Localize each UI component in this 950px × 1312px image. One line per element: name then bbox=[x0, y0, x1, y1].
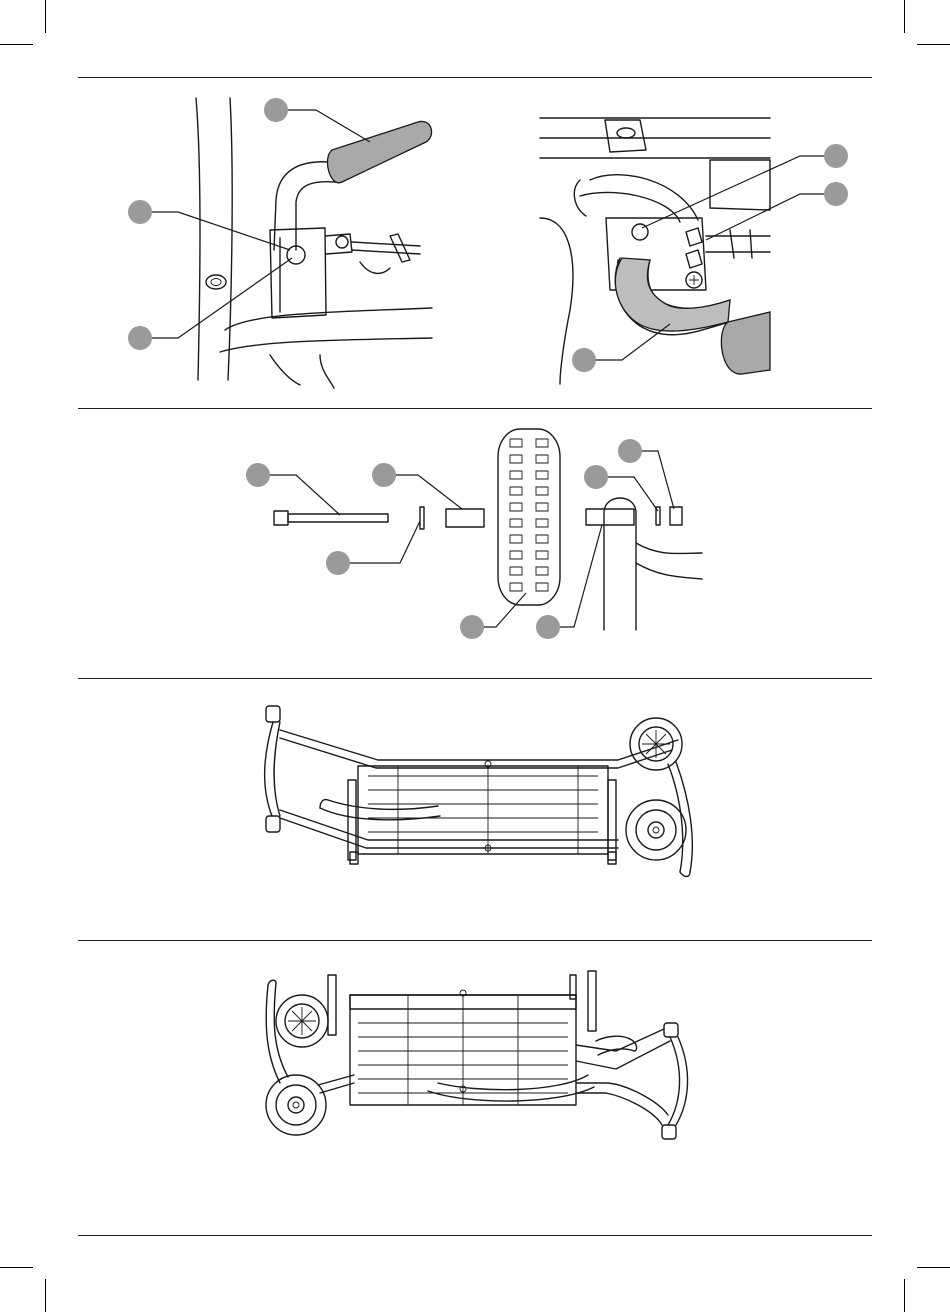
callout-marker bbox=[128, 326, 152, 350]
callout-marker bbox=[246, 463, 270, 487]
callout-marker bbox=[128, 200, 152, 224]
section-rule-5 bbox=[78, 1235, 872, 1236]
callout-marker bbox=[536, 615, 560, 639]
crop-mark-top-right-v bbox=[904, 0, 905, 33]
crop-mark-bottom-right-v bbox=[904, 1279, 905, 1312]
crop-mark-bottom-right-h bbox=[917, 1267, 950, 1268]
folded-stand-icon bbox=[258, 965, 698, 1150]
callout-marker bbox=[572, 348, 596, 372]
figure-stand-folded-bottom bbox=[258, 965, 698, 1150]
callout-marker bbox=[824, 144, 848, 168]
callout-marker bbox=[326, 551, 350, 575]
crop-mark-bottom-left-h bbox=[0, 1267, 33, 1268]
folded-stand-icon bbox=[258, 700, 698, 880]
handle-bolt-icon bbox=[120, 90, 440, 390]
figure-wheel-exploded bbox=[240, 425, 710, 650]
callout-marker bbox=[460, 615, 484, 639]
section-rule-3 bbox=[78, 678, 872, 679]
crop-mark-top-left-h bbox=[0, 44, 33, 45]
wheel-tread-icon bbox=[510, 439, 548, 591]
crop-mark-top-right-h bbox=[917, 44, 950, 45]
crop-mark-top-left-v bbox=[45, 0, 46, 33]
crop-mark-bottom-left-v bbox=[45, 1279, 46, 1312]
section-rule-2 bbox=[78, 408, 872, 409]
callout-marker bbox=[584, 465, 608, 489]
callout-marker bbox=[824, 182, 848, 206]
figure-stand-folded-top bbox=[258, 700, 698, 880]
handle-bolt-icon bbox=[530, 100, 855, 385]
callout-marker bbox=[264, 98, 288, 122]
callout-marker bbox=[372, 463, 396, 487]
section-rule-4 bbox=[78, 940, 872, 941]
figure-handle-attach-right bbox=[530, 100, 855, 385]
callout-marker bbox=[618, 439, 642, 463]
figure-handle-attach-left bbox=[120, 90, 440, 390]
wheel-assembly-icon bbox=[240, 425, 710, 650]
section-rule-1 bbox=[78, 77, 872, 78]
